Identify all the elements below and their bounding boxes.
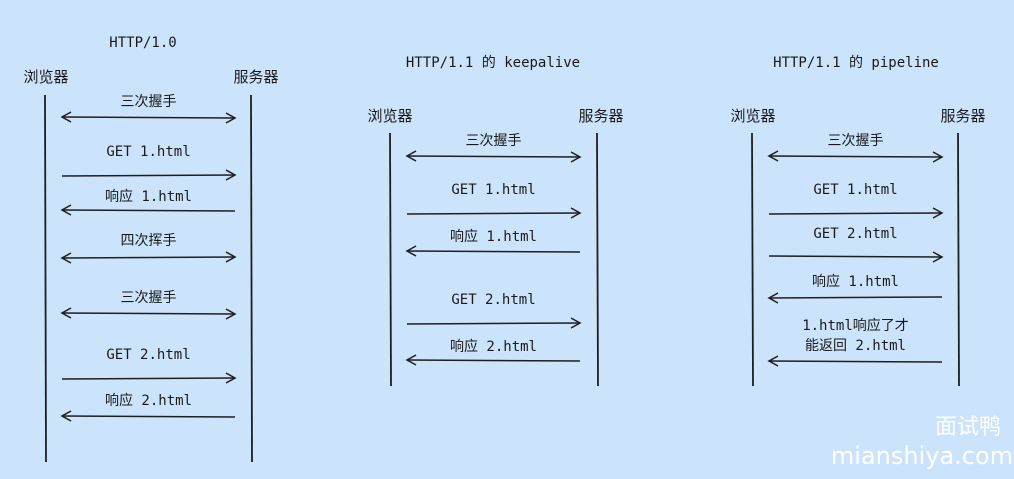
arrowhead-right-icon [570, 317, 582, 329]
arrowhead-left-icon [767, 150, 779, 162]
message-arrow [406, 322, 581, 325]
message-arrow [406, 250, 581, 253]
message-arrow [61, 377, 236, 380]
message-label-line2: 能返回 2.html [805, 338, 906, 354]
client-lifeline [44, 94, 47, 463]
message-label: GET 1.html [813, 182, 897, 198]
diagram-title: HTTP/1.0 [109, 35, 176, 51]
message-arrow [61, 174, 236, 177]
message: 响应 1.html [767, 273, 943, 304]
server-label: 服务器 [940, 107, 985, 125]
arrowhead-right-icon [225, 308, 237, 320]
message: GET 2.html [406, 292, 582, 329]
message-arrow [61, 256, 236, 259]
message-label: 四次挥手 [121, 233, 177, 249]
message-label: 响应 1.html [450, 228, 537, 245]
server-lifeline [957, 132, 960, 387]
arrowhead-right-icon [225, 112, 237, 124]
arrowhead-right-icon [225, 372, 237, 384]
message-arrow [61, 415, 236, 418]
watermark-url: mianshiya.com [831, 442, 1013, 470]
message-label: 响应 2.html [450, 338, 537, 355]
arrowhead-left-icon [767, 355, 779, 367]
message: 三次握手 [60, 94, 237, 124]
message-label: GET 1.html [451, 182, 535, 198]
arrowhead-left-icon [405, 354, 417, 366]
arrowhead-left-icon [767, 292, 779, 304]
message: 三次握手 [767, 133, 944, 163]
message: 三次握手 [405, 133, 582, 163]
message-arrow [61, 116, 236, 119]
message-arrow [768, 212, 943, 215]
arrowhead-right-icon [570, 207, 582, 219]
message-label: 三次握手 [828, 133, 884, 149]
client-lifeline [389, 132, 392, 387]
client-lifeline [751, 132, 754, 387]
message: 响应 1.html [60, 188, 236, 216]
diagram-title: HTTP/1.1 的 keepalive [406, 55, 580, 71]
arrowhead-right-icon [932, 151, 944, 163]
client-label: 浏览器 [730, 107, 775, 125]
message-arrow [768, 255, 943, 258]
arrowhead-left-icon [60, 111, 72, 123]
message-label: GET 2.html [106, 347, 190, 363]
arrowhead-left-icon [405, 245, 417, 257]
client-label: 浏览器 [367, 107, 412, 125]
message-arrow [61, 312, 236, 315]
message-label: 三次握手 [121, 290, 177, 306]
server-lifeline [596, 132, 599, 387]
message: 响应 2.html [405, 338, 581, 366]
message: 响应 2.html [60, 392, 236, 422]
arrowhead-left-icon [60, 410, 72, 422]
arrowhead-left-icon [405, 150, 417, 162]
arrowhead-left-icon [60, 252, 72, 264]
message-arrow [406, 155, 581, 158]
message-label: 响应 2.html [105, 392, 192, 409]
client-label: 浏览器 [23, 68, 68, 86]
message-label: 响应 1.html [105, 188, 192, 205]
message-label: GET 1.html [106, 144, 190, 160]
message: 四次挥手 [60, 233, 237, 264]
message-label: 三次握手 [121, 94, 177, 110]
message: GET 1.html [768, 182, 944, 219]
arrowhead-right-icon [932, 251, 944, 263]
message: GET 2.html [61, 347, 237, 384]
message-label: GET 2.html [813, 226, 897, 242]
arrowhead-right-icon [570, 151, 582, 163]
message-arrow [406, 359, 581, 362]
message-label: 响应 1.html [812, 273, 899, 290]
server-label: 服务器 [233, 68, 278, 86]
arrowhead-right-icon [225, 251, 237, 263]
arrowhead-right-icon [932, 207, 944, 219]
message-arrow [768, 155, 943, 158]
arrowhead-left-icon [60, 204, 72, 216]
message: GET 2.html [768, 226, 944, 263]
message: GET 1.html [406, 182, 582, 219]
arrowhead-left-icon [60, 307, 72, 319]
arrowhead-right-icon [225, 169, 237, 181]
message-label: 1.html响应了才 [802, 317, 909, 334]
message-arrow [768, 296, 943, 299]
server-lifeline [250, 94, 253, 463]
server-label: 服务器 [578, 107, 623, 125]
message-label: GET 2.html [451, 292, 535, 308]
message: GET 1.html [61, 144, 237, 181]
diagram-title: HTTP/1.1 的 pipeline [773, 55, 939, 71]
watermark-name: 面试鸭 [935, 415, 1001, 440]
message-arrow [768, 360, 943, 363]
message: 响应 1.html [405, 228, 581, 257]
message: 三次握手 [60, 290, 237, 320]
message-label: 三次握手 [466, 133, 522, 149]
message-arrow [61, 209, 236, 212]
message-arrow [406, 212, 581, 215]
